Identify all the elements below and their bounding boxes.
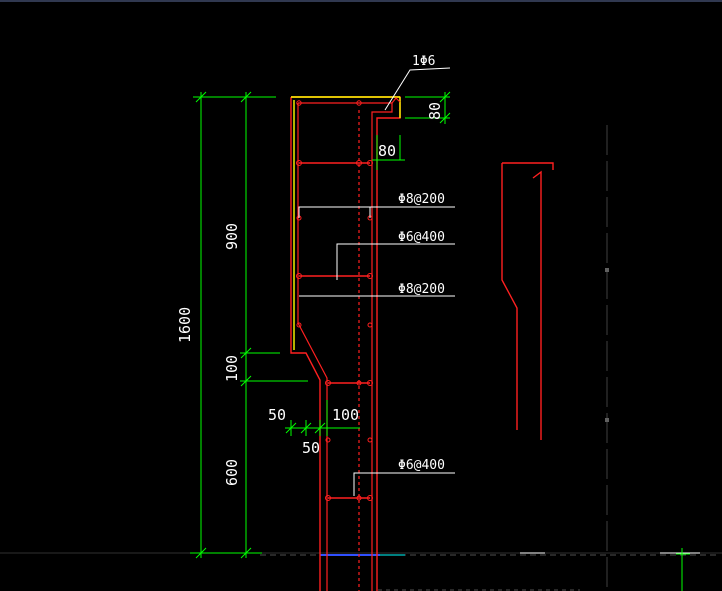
ground-lines: [0, 552, 722, 591]
dim-offset-left: 50: [268, 406, 286, 424]
label-tie-upper: Φ6@400: [398, 230, 445, 245]
rebar-label-texts: 1Φ6 Φ8@200 Φ6@400 Φ8@200 Φ6@400: [398, 54, 445, 473]
dim-lower: 600: [223, 459, 241, 486]
reference-line: [605, 125, 690, 591]
rebar-detail-shape: [501, 162, 554, 440]
label-tie-lower: Φ6@400: [398, 458, 445, 473]
dim-offset-mid: 50: [302, 439, 320, 457]
label-top-bar: 1Φ6: [412, 54, 435, 69]
rebar-lines: [297, 97, 401, 591]
dim-step: 100: [223, 355, 241, 382]
dim-top-height: 80: [426, 102, 444, 120]
bar-dots: [296, 100, 373, 501]
dimension-texts: 1600 900 100 600 80 80 50 50 100: [176, 102, 444, 486]
dim-upper: 900: [223, 223, 241, 250]
dimension-lines: [190, 91, 451, 559]
dim-top-width: 80: [378, 142, 396, 160]
label-stirrup-mid: Φ8@200: [398, 282, 445, 297]
stirrup-group: [299, 162, 370, 499]
section-outline: [290, 96, 401, 591]
yellow-edges: [291, 96, 401, 350]
dim-total: 1600: [176, 307, 194, 343]
label-stirrup-upper: Φ8@200: [398, 192, 445, 207]
leader-lines: [298, 67, 455, 496]
dim-wall-width: 100: [332, 406, 359, 424]
